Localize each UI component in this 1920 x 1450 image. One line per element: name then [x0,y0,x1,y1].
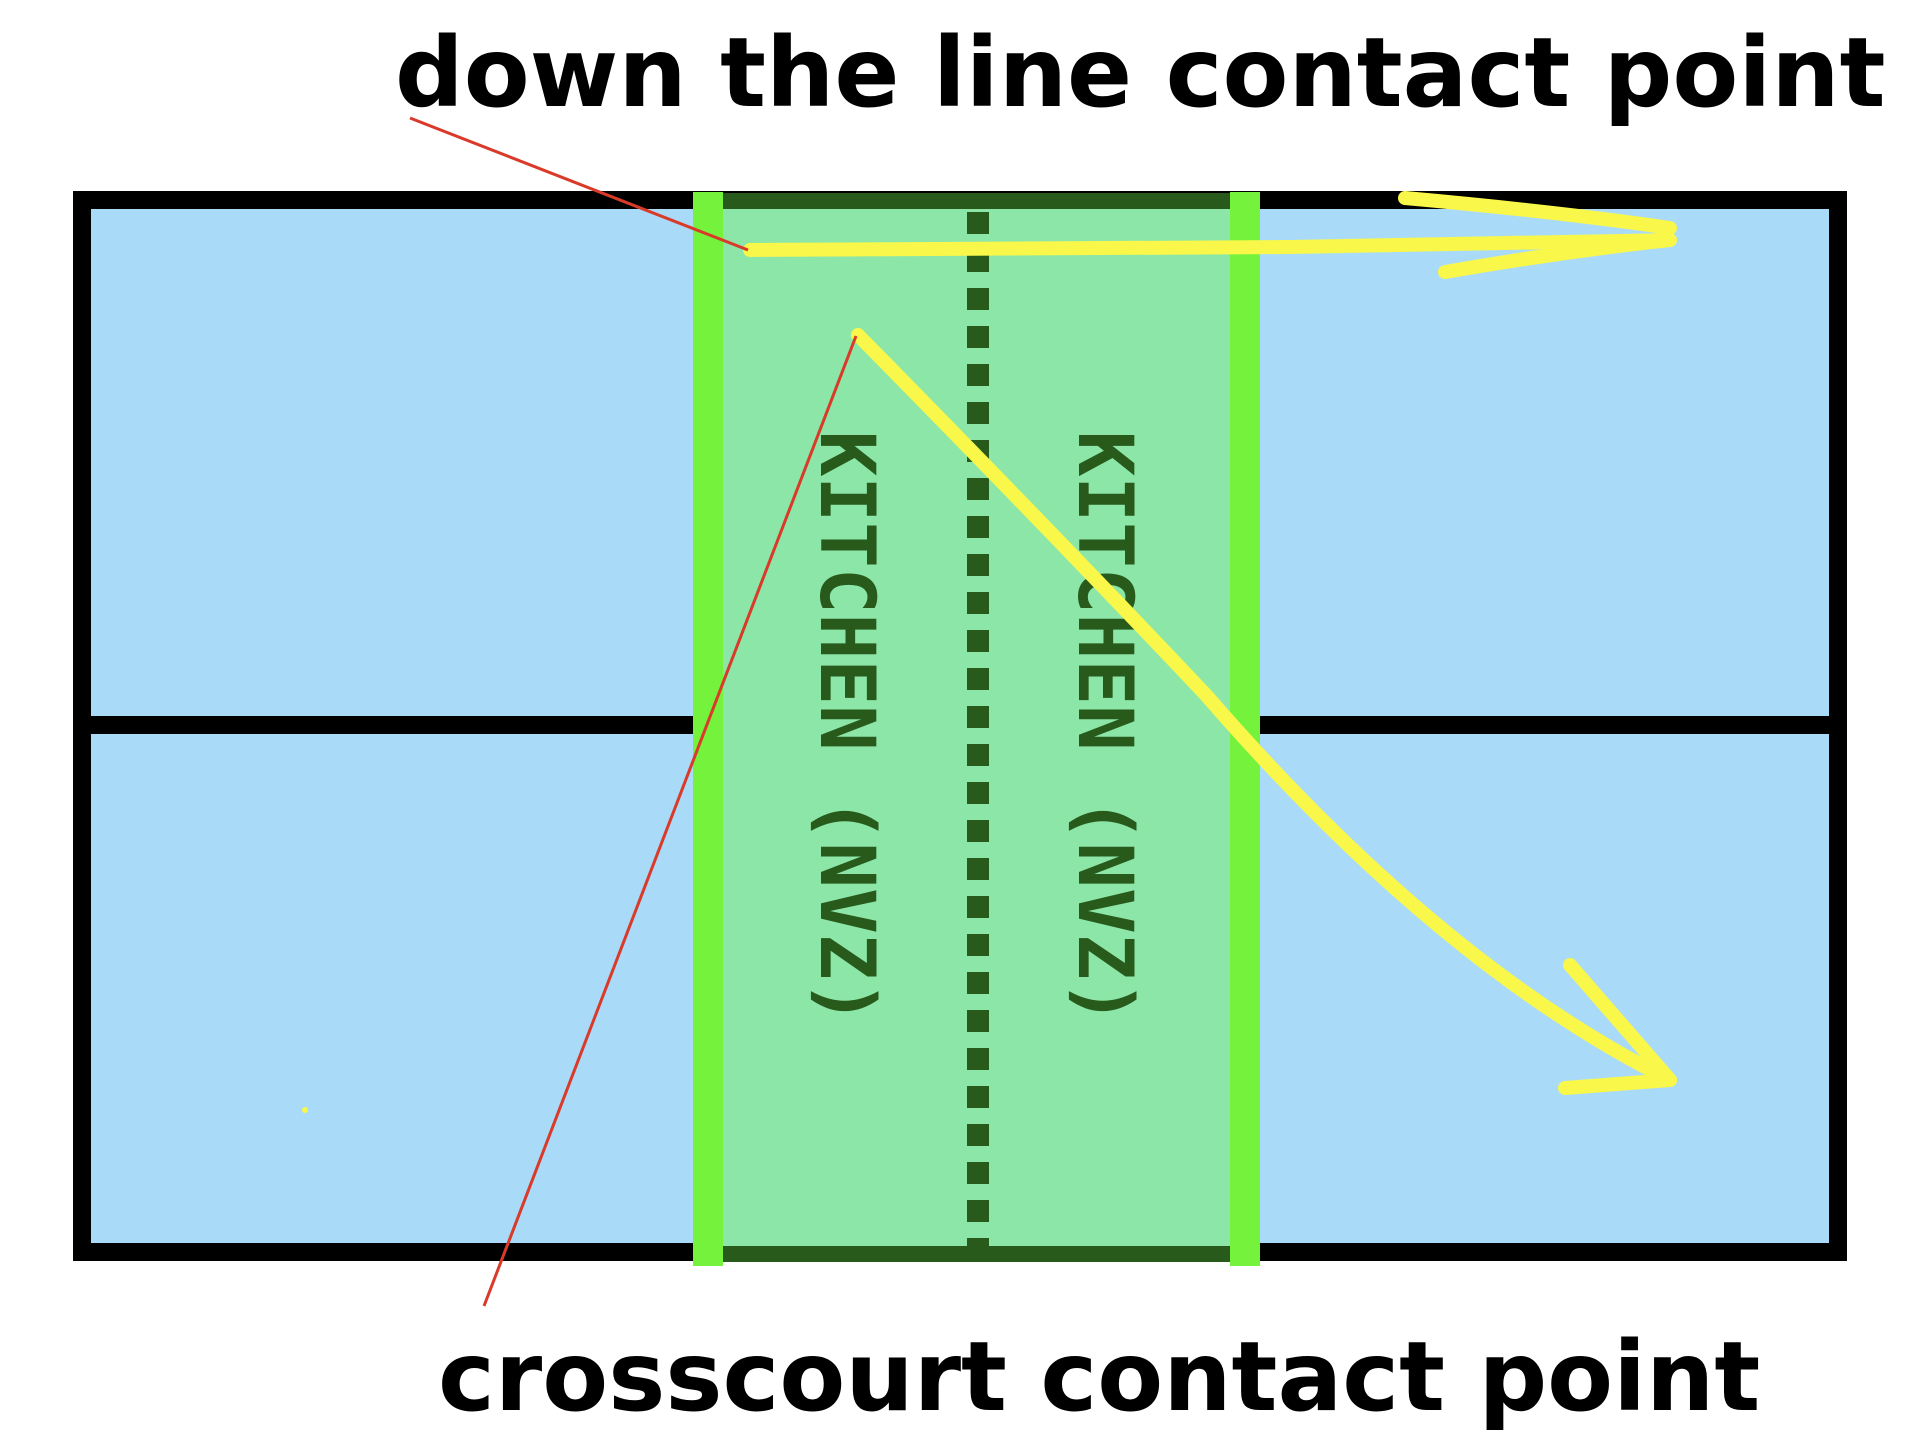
small-yellow-dot [302,1107,308,1113]
down-the-line-arrowhead-top [1398,191,1677,235]
crosscourt-pointer [482,335,858,1307]
crosscourt-arrowhead-bottom [1558,1073,1677,1095]
kitchen-label-left: KITCHEN (NVZ) [803,431,892,1026]
kitchen-label-right: KITCHEN (NVZ) [1061,431,1150,1026]
crosscourt-arrowhead-top [1563,958,1677,1087]
crosscourt-shot-path [851,328,1677,1087]
bottom-annotation: crosscourt contact point [438,1321,1760,1433]
down-the-line-pointer [409,116,749,252]
top-annotation: down the line contact point [395,17,1885,129]
down-the-line-shot-path [743,233,1677,257]
down-the-line-arrowhead-bottom [1438,233,1677,279]
